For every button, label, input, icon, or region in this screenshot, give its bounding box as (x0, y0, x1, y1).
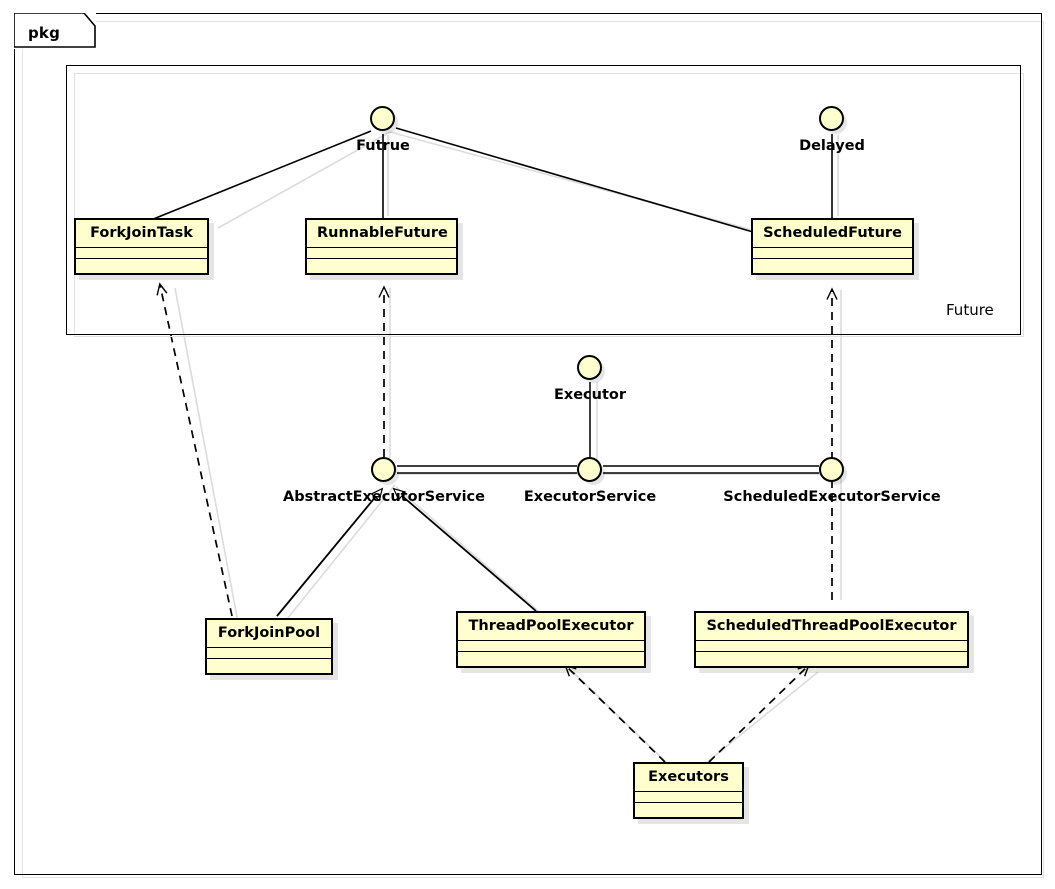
class-fork-join-task[interactable]: ForkJoinTask (74, 218, 209, 275)
interface-label-futrue: Futrue (356, 138, 410, 154)
class-methods-compartment (76, 259, 207, 273)
class-attributes-compartment (696, 641, 967, 652)
class-methods-compartment (753, 259, 912, 273)
interface-circle-delayed[interactable] (819, 106, 844, 131)
interface-circle-futrue[interactable] (370, 106, 395, 131)
frame-tab-label: pkg (28, 24, 61, 42)
class-title-thread-pool-executor: ThreadPoolExecutor (458, 613, 644, 641)
interface-label-abstract-executor-service: AbstractExecutorService (283, 489, 485, 505)
interface-circle-abstract-executor-service[interactable] (371, 457, 396, 482)
class-title-fork-join-pool: ForkJoinPool (207, 620, 331, 648)
class-title-runnable-future: RunnableFuture (307, 220, 456, 248)
package-frame (14, 13, 1042, 875)
class-thread-pool-executor[interactable]: ThreadPoolExecutor (456, 611, 646, 668)
class-scheduled-thread-pool-executor[interactable]: ScheduledThreadPoolExecutor (694, 611, 969, 668)
class-attributes-compartment (753, 248, 912, 259)
class-methods-compartment (635, 803, 742, 817)
class-title-executors: Executors (635, 764, 742, 792)
class-title-scheduled-future: ScheduledFuture (753, 220, 912, 248)
interface-label-executor: Executor (553, 387, 627, 403)
inner-package-future (66, 65, 1021, 335)
interface-circle-scheduled-executor-service[interactable] (819, 457, 844, 482)
frame-tab (14, 13, 96, 49)
class-fork-join-pool[interactable]: ForkJoinPool (205, 618, 333, 675)
class-methods-compartment (207, 659, 331, 673)
class-scheduled-future[interactable]: ScheduledFuture (751, 218, 914, 275)
interface-circle-executor-service[interactable] (577, 457, 602, 482)
interface-label-delayed: Delayed (799, 138, 865, 154)
class-attributes-compartment (307, 248, 456, 259)
frame-shadow (22, 21, 1044, 878)
inner-package-shadow (74, 73, 1024, 337)
inner-package-label: Future (946, 301, 994, 319)
class-attributes-compartment (635, 792, 742, 803)
class-methods-compartment (458, 652, 644, 666)
class-methods-compartment (696, 652, 967, 666)
class-attributes-compartment (207, 648, 331, 659)
class-title-scheduled-thread-pool-executor: ScheduledThreadPoolExecutor (696, 613, 967, 641)
class-attributes-compartment (76, 248, 207, 259)
class-title-fork-join-task: ForkJoinTask (76, 220, 207, 248)
interface-label-executor-service: ExecutorService (523, 489, 657, 505)
interface-label-scheduled-executor-service: ScheduledExecutorService (723, 489, 941, 505)
class-methods-compartment (307, 259, 456, 273)
class-executors[interactable]: Executors (633, 762, 744, 819)
class-attributes-compartment (458, 641, 644, 652)
class-runnable-future[interactable]: RunnableFuture (305, 218, 458, 275)
interface-circle-executor[interactable] (577, 355, 602, 380)
